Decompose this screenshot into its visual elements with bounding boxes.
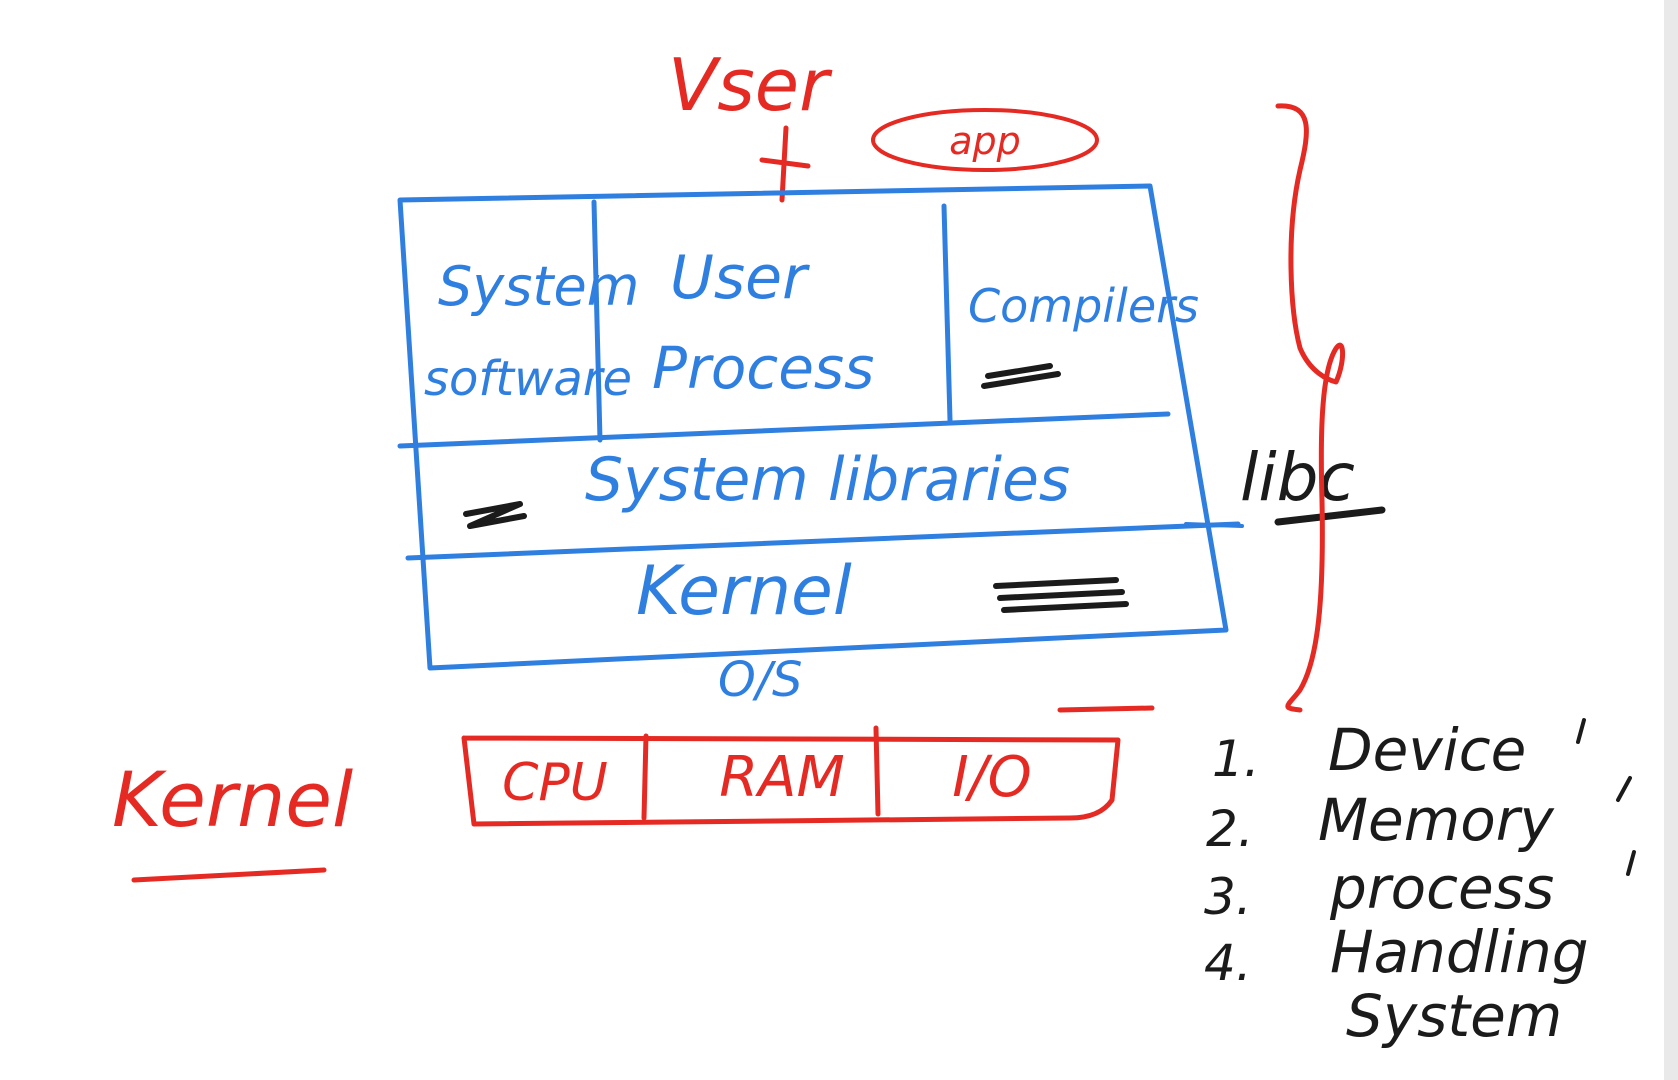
kernel-mark (993, 577, 1129, 613)
list-item-2-number: 2. (1206, 800, 1254, 858)
kernel-functions-list: 1. Device 2. Memory 3. process 4. Handli… (1204, 716, 1636, 1050)
system-libraries-mark (463, 501, 527, 529)
libc-label: libc (1240, 439, 1355, 516)
hardware-row: CPU RAM I/O (461, 705, 1155, 827)
right-brace (1275, 103, 1346, 713)
kernel-heading: Kernel (112, 755, 353, 844)
list-item-4-text: Handling (1330, 918, 1589, 986)
hardware-divider-1 (641, 733, 649, 821)
app-label: app (949, 119, 1021, 163)
list-item-3-number: 3. (1204, 868, 1252, 926)
hardware-cell-ram: RAM (719, 745, 845, 810)
list-item-1-number: 1. (1212, 730, 1260, 788)
cell-user-process-line1: User (670, 243, 810, 313)
hardware-divider-2 (873, 725, 881, 817)
libc-pointer-line (1184, 522, 1244, 528)
os-box: System software User Process Compilers S… (397, 183, 1241, 671)
hardware-top-extension (1057, 705, 1155, 713)
row-system-libraries: System libraries (585, 445, 1070, 515)
hardware-cell-io: I/O (952, 745, 1031, 810)
list-item-2-tick (1616, 776, 1632, 802)
list-item-3-tick (1626, 850, 1636, 876)
os-row-divider-bottom (405, 521, 1241, 561)
cell-system-software-line1: System (438, 255, 639, 318)
hardware-box (461, 735, 1121, 827)
os-caption: O/S (718, 652, 802, 708)
window-edge (1664, 0, 1678, 1080)
app-bubble (871, 108, 1099, 172)
cell-compilers: Compilers (968, 279, 1199, 333)
list-item-1-text: Device (1328, 716, 1526, 784)
user-label: Vser (668, 43, 833, 127)
list-item-1-tick (1576, 718, 1586, 744)
user-arrow (759, 125, 811, 203)
list-item-3-text: process (1329, 854, 1554, 922)
cell-user-process-line2: Process (652, 334, 874, 402)
hardware-cell-cpu: CPU (502, 753, 608, 813)
libc-underline (1274, 506, 1386, 526)
row-kernel: Kernel (636, 552, 852, 631)
list-item-4-continuation: System (1346, 982, 1562, 1050)
compilers-mark (981, 363, 1061, 389)
list-item-4-number: 4. (1204, 934, 1252, 992)
cell-system-software-line2: software (424, 351, 632, 407)
os-col-divider-2 (941, 203, 953, 423)
kernel-heading-underline (131, 867, 327, 883)
os-col-divider-1 (591, 199, 603, 443)
list-item-2-text: Memory (1318, 786, 1555, 854)
os-row-divider-top (397, 411, 1171, 449)
os-box-outline (397, 183, 1229, 671)
